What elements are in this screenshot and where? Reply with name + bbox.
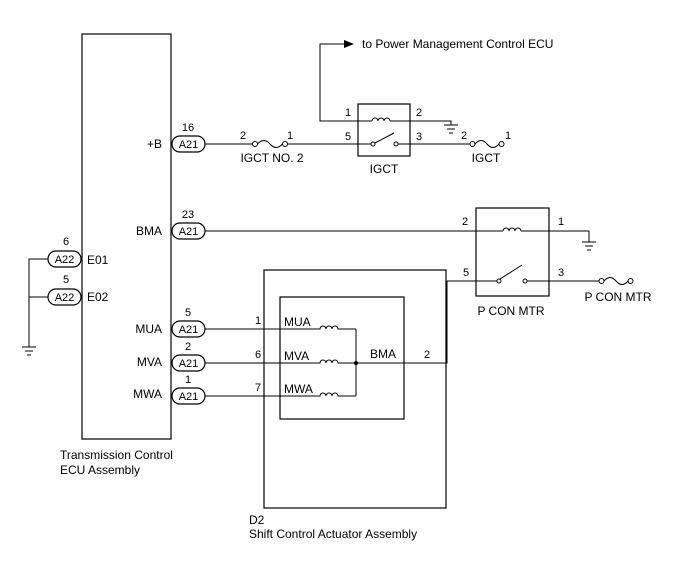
actuator-coil-mua: MUA (284, 315, 311, 329)
svg-text:2: 2 (462, 216, 468, 228)
ground-icon (582, 241, 596, 251)
coil-mwa (280, 392, 356, 397)
svg-text:A21: A21 (179, 391, 199, 403)
actuator-pin-mva: 6 (255, 349, 261, 361)
svg-text:BMA: BMA (136, 224, 162, 238)
actuator-coil-mva: MVA (284, 349, 309, 363)
svg-text:1: 1 (558, 216, 564, 228)
svg-text:1: 1 (185, 374, 191, 386)
coil-mua (280, 325, 356, 330)
actuator-inner-box (279, 296, 405, 420)
svg-text:5: 5 (345, 131, 351, 143)
svg-text:MVA: MVA (137, 355, 162, 369)
svg-text:A21: A21 (179, 358, 199, 370)
svg-text:2: 2 (185, 341, 191, 353)
ecu-name-line1: Transmission Control (60, 448, 173, 462)
svg-text:E01: E01 (87, 253, 109, 267)
ground-wire-igct (410, 120, 452, 125)
svg-text:3: 3 (416, 131, 422, 143)
svg-text:2: 2 (416, 107, 422, 119)
svg-text:5: 5 (63, 274, 69, 286)
svg-text:23: 23 (182, 209, 194, 221)
relay-igct: 1 2 5 3 IGCT (345, 103, 422, 176)
ecu-pin-e01: 6 A22 E01 (47, 236, 109, 268)
svg-text:P CON MTR: P CON MTR (584, 290, 651, 304)
svg-text:A21: A21 (179, 139, 199, 151)
fuse-pcon-mtr: P CON MTR (584, 277, 652, 304)
fuse-igct-no2: 2 1 IGCT NO. 2 (240, 130, 304, 165)
ecu-pin-mva: MVA 2 A21 (137, 341, 206, 372)
svg-text:IGCT: IGCT (472, 151, 501, 165)
svg-text:A21: A21 (179, 324, 199, 336)
ground-wire-pcon (549, 230, 590, 242)
svg-text:IGCT: IGCT (370, 162, 399, 176)
svg-text:5: 5 (463, 267, 469, 279)
svg-text:1: 1 (505, 130, 511, 142)
wire-power-mgmt (319, 40, 358, 122)
svg-text:A22: A22 (55, 292, 75, 304)
actuator-common-pin: 2 (424, 349, 430, 361)
svg-text:1: 1 (287, 130, 293, 142)
svg-text:5: 5 (185, 307, 191, 319)
relay-pcon-mtr: 2 1 5 3 P CON MTR (462, 207, 564, 318)
svg-text:+B: +B (147, 137, 162, 151)
ecu-box (81, 33, 172, 440)
ecu-name-line2: ECU Assembly (60, 463, 140, 477)
svg-text:A22: A22 (55, 254, 75, 266)
actuator-name: Shift Control Actuator Assembly (249, 527, 417, 541)
power-mgmt-note: to Power Management Control ECU (362, 37, 553, 51)
actuator-common-label: BMA (370, 347, 396, 361)
svg-text:16: 16 (182, 122, 194, 134)
svg-text:E02: E02 (87, 290, 109, 304)
fuse-igct: 2 1 IGCT (461, 130, 511, 165)
wire-bma-common (356, 280, 476, 364)
svg-text:3: 3 (558, 267, 564, 279)
svg-text:MUA: MUA (135, 322, 162, 336)
ground-icon (444, 124, 458, 134)
ground-icon (22, 346, 36, 356)
svg-text:MWA: MWA (133, 387, 162, 401)
svg-text:A21: A21 (179, 226, 199, 238)
svg-text:6: 6 (63, 236, 69, 248)
actuator-pin-mua: 1 (255, 315, 261, 327)
svg-text:IGCT NO. 2: IGCT NO. 2 (240, 151, 303, 165)
svg-text:1: 1 (345, 107, 351, 119)
svg-text:P CON MTR: P CON MTR (477, 304, 544, 318)
actuator-pin-mwa: 7 (255, 382, 261, 394)
actuator-coil-mwa: MWA (284, 382, 313, 396)
coil-mva (280, 359, 356, 364)
actuator-code: D2 (249, 513, 265, 527)
ecu-pin-plus-b: +B 16 A21 (147, 122, 206, 153)
ground-wire-ecu (28, 258, 48, 347)
svg-text:2: 2 (240, 130, 246, 142)
svg-text:2: 2 (461, 130, 467, 142)
ecu-pin-e02: 5 A22 E02 (47, 274, 109, 306)
ecu-pin-bma: BMA 23 A21 (136, 209, 206, 240)
